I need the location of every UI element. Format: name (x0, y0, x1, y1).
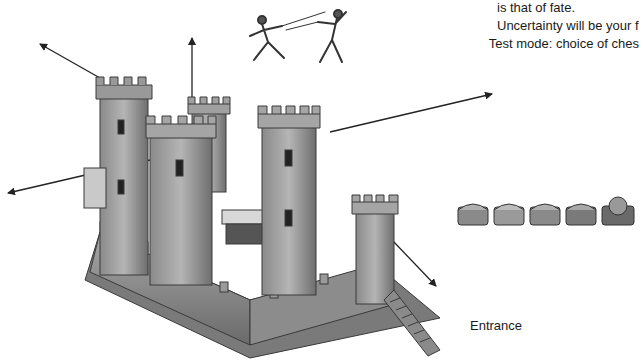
caption-text: is that of fate. (497, 0, 575, 16)
fencers (250, 10, 346, 62)
chest-icons (458, 197, 634, 225)
caption-text: Entrance (470, 318, 522, 334)
caption-text: Test mode: choice of ches (489, 36, 639, 52)
direction-arrows (8, 38, 492, 286)
caption-text: Uncertainty will be your f (497, 18, 639, 34)
castle (84, 77, 440, 358)
